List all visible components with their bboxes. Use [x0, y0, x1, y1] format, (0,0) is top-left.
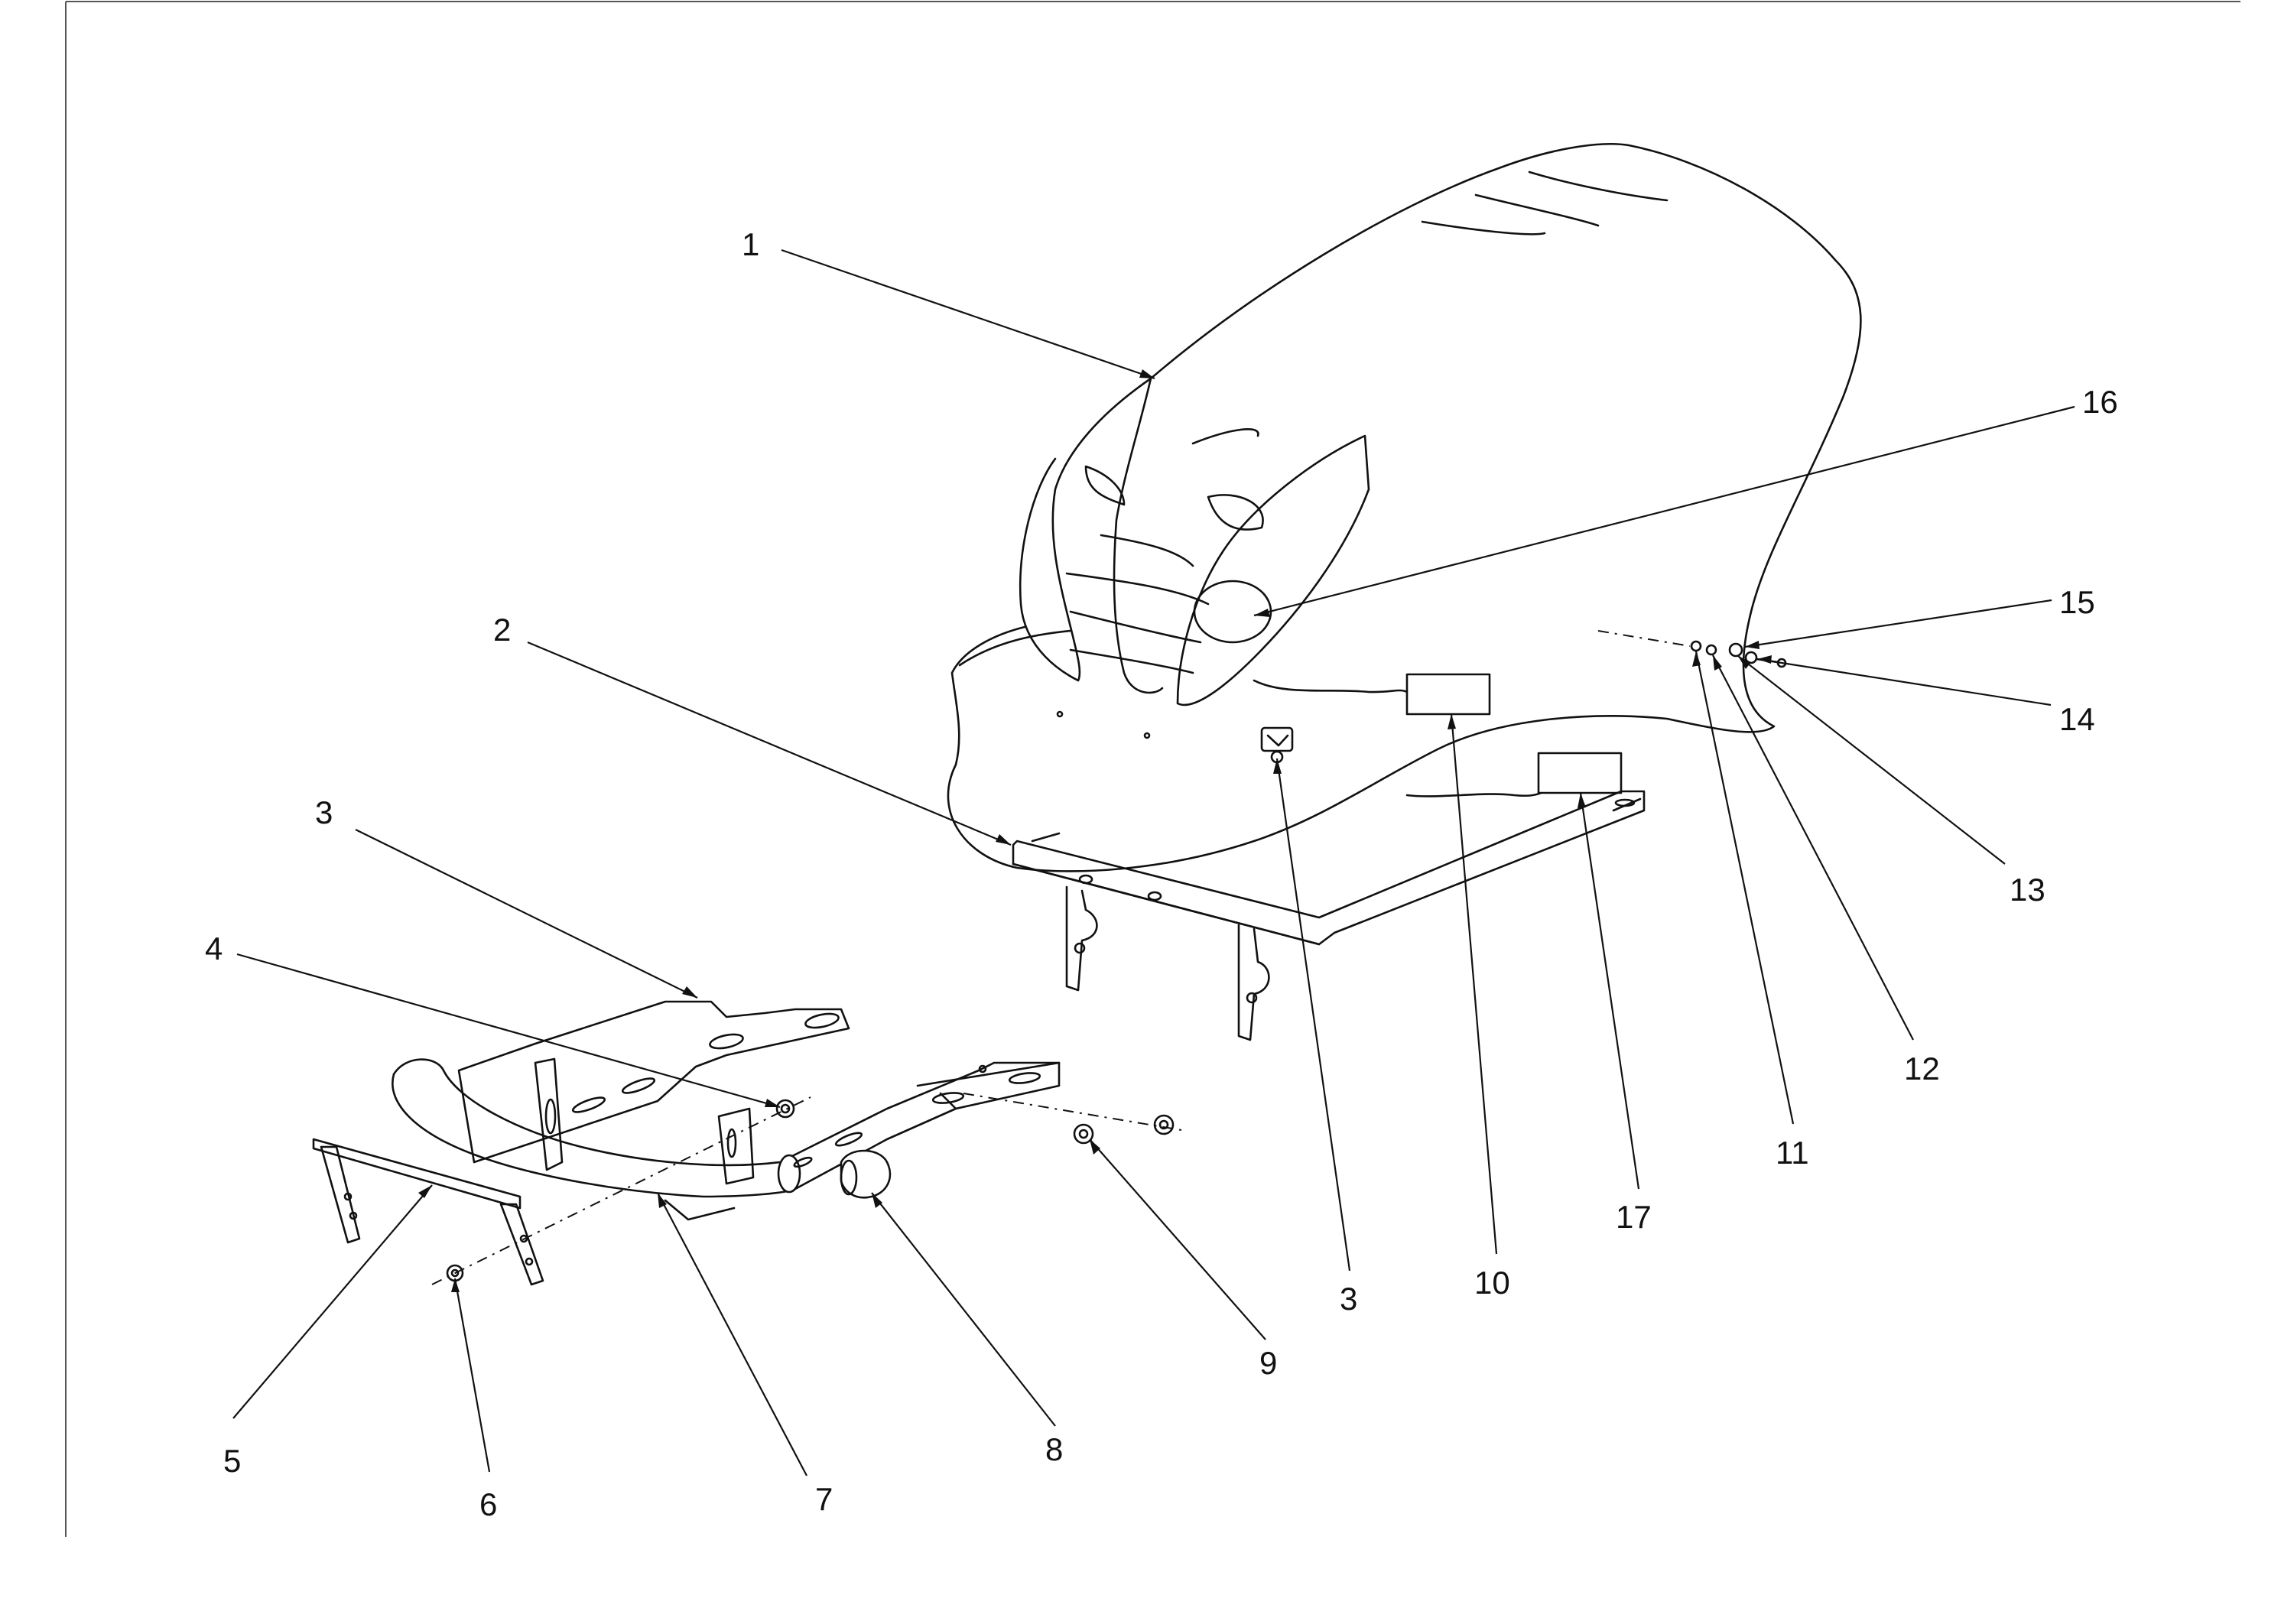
part-7-tube-frame: [392, 1058, 1061, 1221]
part-5-flat-bracket: [312, 1138, 544, 1286]
callout-8: 8: [1045, 1431, 1063, 1467]
part-3-support-bracket: [457, 1000, 850, 1171]
callout-9: 9: [1259, 1345, 1277, 1381]
part-2-mount-bracket: [1012, 790, 1646, 1041]
fastener-group: [446, 640, 1787, 1282]
label-plate-17: [1537, 752, 1623, 794]
callout-16: 16: [2082, 384, 2118, 420]
clip-part-3: [1260, 726, 1294, 764]
callout-labels: 1 2 3 4 5 6 7 8 9 3 10 17 11 12 13 14 15…: [205, 226, 2118, 1522]
callout-2: 2: [493, 612, 511, 648]
callout-14: 14: [2059, 701, 2095, 737]
callout-12: 12: [1904, 1051, 1940, 1086]
leader-arrowheads: [418, 369, 1772, 1292]
part-8-rubber-cap: [840, 1149, 892, 1199]
callout-10: 10: [1474, 1265, 1510, 1301]
callout-11: 11: [1776, 1135, 1809, 1171]
part-1-front-shell: [947, 143, 1862, 872]
callout-5: 5: [223, 1443, 241, 1479]
wiring-and-labels: [1253, 673, 1623, 797]
callout-1: 1: [742, 226, 759, 262]
label-plate-10: [1405, 673, 1491, 716]
callout-7: 7: [815, 1481, 833, 1517]
callout-13: 13: [2010, 872, 2045, 908]
assembly-axis-lines: [431, 630, 1691, 1285]
leader-lines: [232, 248, 2075, 1476]
callout-17: 17: [1616, 1199, 1652, 1235]
callout-6: 6: [479, 1486, 497, 1522]
callout-4: 4: [205, 931, 223, 966]
callout-3-bracket: 3: [315, 794, 333, 830]
callout-3-clip: 3: [1340, 1281, 1357, 1317]
headlight-lens: [1193, 580, 1272, 644]
callout-15: 15: [2059, 584, 2095, 620]
